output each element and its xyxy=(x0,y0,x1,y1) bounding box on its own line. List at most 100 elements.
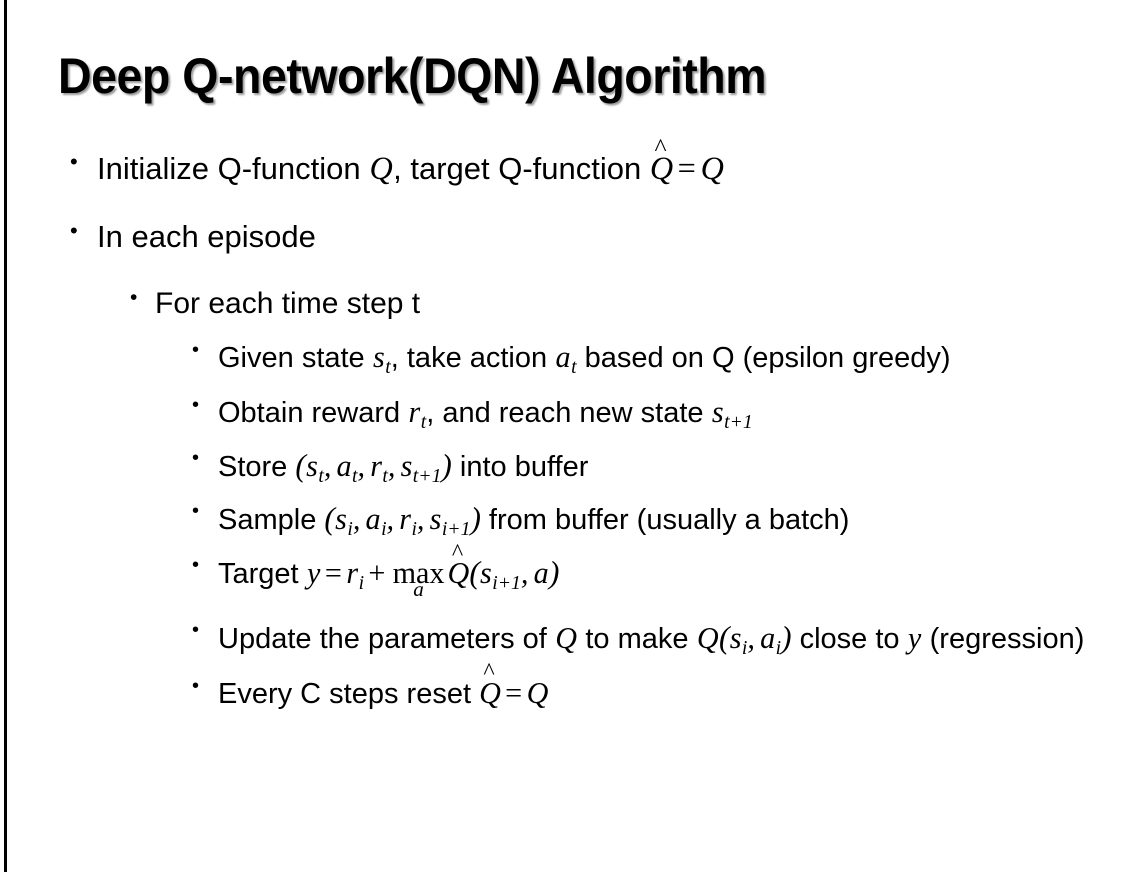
step-sample-text: Sample (si,ai,ri,si+1) from buffer (usua… xyxy=(218,498,1124,543)
math-subscript-t: t xyxy=(318,464,324,487)
math-paren-close: ) xyxy=(781,619,792,655)
math-paren-close: ) xyxy=(441,447,452,483)
math-var-q-hat: ^Q xyxy=(479,660,501,714)
bullet-list-level-1: • Initialize Q-function Q, target Q-func… xyxy=(0,135,1124,257)
math-var-y: y xyxy=(306,556,321,591)
text-fragment: into buffer xyxy=(451,450,589,483)
math-subscript-i: i xyxy=(347,518,353,541)
math-var-q2: Q xyxy=(696,620,719,655)
math-var-q-hat: ^Q xyxy=(649,135,674,190)
math-subscript-i-plus-1: i+1 xyxy=(441,518,471,541)
step-obtain-reward: • Obtain reward rt, and reach new state … xyxy=(192,392,1124,436)
step-sample: • Sample (si,ai,ri,si+1) from buffer (us… xyxy=(192,498,1124,543)
math-subscript-i: i xyxy=(411,518,417,541)
text-fragment: , take action xyxy=(390,342,556,375)
math-var-s: s xyxy=(480,556,492,591)
math-var-q: Q xyxy=(555,620,577,655)
math-var-s: s xyxy=(335,502,347,537)
math-var-y: y xyxy=(907,620,922,655)
step-given-state-text: Given state st, take action at based on … xyxy=(218,337,1124,381)
bullet-marker: • xyxy=(192,446,200,469)
step-given-state: • Given state st, take action at based o… xyxy=(192,337,1124,381)
math-comma: , xyxy=(747,620,755,655)
text-fragment: Update the parameters of xyxy=(218,622,555,655)
text-fragment: , target Q-function xyxy=(393,151,650,186)
math-var-r: r xyxy=(346,556,359,591)
step-store-text: Store (st,at,rt,st+1) into buffer xyxy=(218,445,1124,490)
bullet-marker: • xyxy=(192,674,200,697)
step-update-parameters: • Update the parameters of Q to make Q(s… xyxy=(192,617,1124,662)
math-subscript-i: i xyxy=(741,636,748,659)
math-subscript-t: t xyxy=(420,410,427,433)
bullet-in-each-episode: • In each episode xyxy=(70,217,1124,257)
bullet-list-level-3: • Given state st, take action at based o… xyxy=(0,337,1124,714)
math-operator-equals: = xyxy=(505,675,523,710)
math-subscript-i-plus-1: i+1 xyxy=(492,571,521,594)
math-var-r: r xyxy=(408,394,421,429)
text-fragment: Sample xyxy=(218,504,325,537)
math-subscript-i: i xyxy=(775,636,782,659)
math-operator-max-name: max xyxy=(392,556,445,591)
text-fragment: from buffer (usually a batch) xyxy=(480,504,850,537)
slide-body: • Initialize Q-function Q, target Q-func… xyxy=(0,135,1124,723)
math-var-a: a xyxy=(760,620,776,655)
step-reset-target-network: • Every C steps reset ^Q=Q xyxy=(192,660,1124,714)
math-var-q2: Q xyxy=(700,150,724,186)
math-subscript-t-plus-1: t+1 xyxy=(724,410,753,433)
slide-left-border xyxy=(4,0,7,872)
bullet-marker: • xyxy=(192,618,200,641)
bullet-marker: • xyxy=(130,286,138,310)
math-var-qhat-base: Q xyxy=(479,675,501,710)
math-var-a: a xyxy=(533,556,549,591)
step-reset-target-network-text: Every C steps reset ^Q=Q xyxy=(218,660,1124,714)
hat-accent-icon: ^ xyxy=(654,133,667,163)
bullet-marker: • xyxy=(70,217,78,243)
text-fragment: based on Q (epsilon greedy) xyxy=(576,342,951,375)
step-update-parameters-text: Update the parameters of Q to make Q(si,… xyxy=(218,617,1124,662)
math-subscript-t: t xyxy=(352,464,358,487)
math-subscript-t: t xyxy=(382,464,388,487)
math-operator-equals: = xyxy=(677,150,696,186)
math-subscript-i: i xyxy=(381,518,387,541)
bullet-marker: • xyxy=(192,393,200,416)
math-paren-close: ) xyxy=(548,555,560,591)
math-var-s: s xyxy=(373,340,385,375)
bullet-list-level-2: • For each time step t xyxy=(0,284,1124,323)
step-obtain-reward-text: Obtain reward rt, and reach new state st… xyxy=(218,392,1124,436)
bullet-marker: • xyxy=(70,149,78,174)
math-var-a: a xyxy=(555,340,571,375)
math-var-s: s xyxy=(306,448,318,483)
bullet-initialize-text: Initialize Q-function Q, target Q-functi… xyxy=(97,135,1124,190)
math-subscript-t-plus-1: t+1 xyxy=(412,464,442,487)
math-comma: , xyxy=(386,502,395,537)
math-paren-close: ) xyxy=(470,501,481,537)
text-fragment: Target xyxy=(218,558,307,591)
math-comma: , xyxy=(520,556,529,591)
hat-accent-icon: ^ xyxy=(451,540,464,566)
math-comma: , xyxy=(387,448,396,483)
math-paren-open: ( xyxy=(469,555,480,591)
math-var-q: Q xyxy=(369,150,393,186)
page-title: Deep Q-network(DQN) Algorithm xyxy=(58,48,767,104)
math-var-qhat-base: Q xyxy=(447,556,470,591)
math-paren-open: ( xyxy=(324,501,335,537)
math-subscript-t: t xyxy=(571,356,577,379)
math-paren-open: ( xyxy=(718,619,730,655)
math-var-s: s xyxy=(729,620,742,655)
math-comma: , xyxy=(323,448,332,483)
math-comma: , xyxy=(357,448,366,483)
math-var-s: s xyxy=(400,448,413,483)
bullet-marker: • xyxy=(192,554,200,577)
math-subscript-i: i xyxy=(358,571,365,594)
math-var-q: Q xyxy=(526,675,549,710)
text-fragment: Every C steps reset xyxy=(218,677,480,710)
text-fragment: Store xyxy=(218,450,296,483)
math-var-qhat-base: Q xyxy=(649,150,674,186)
math-comma: , xyxy=(352,502,361,537)
text-fragment: to make xyxy=(577,622,697,655)
math-var-s: s xyxy=(711,394,724,429)
